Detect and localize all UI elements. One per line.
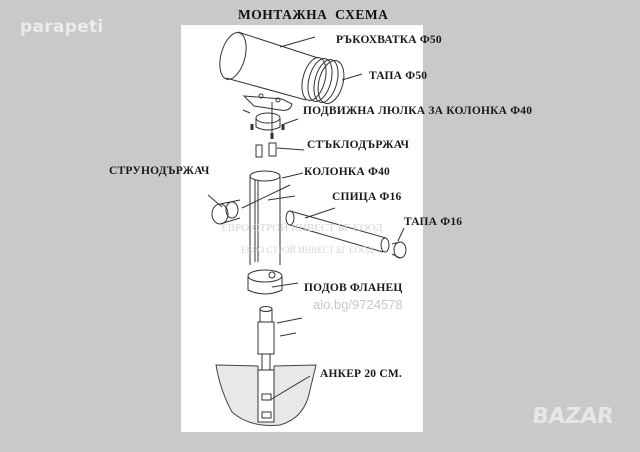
label-glass-holder: СТЪКЛОДЪРЖАЧ xyxy=(307,139,410,151)
label-cap50: ТАПА Ф50 xyxy=(369,70,428,82)
cradle-icon xyxy=(242,93,299,139)
anchor-icon xyxy=(215,306,317,426)
label-cap16: ТАПА Ф16 xyxy=(404,216,463,228)
label-spoke: СПИЦА Ф16 xyxy=(332,191,402,203)
glass-holder-icon xyxy=(255,142,305,158)
floor-flange-icon xyxy=(247,269,299,295)
listing-watermark: alo.bg/9724578 xyxy=(313,297,403,312)
label-string-holder: СТРУНОДЪРЖАЧ xyxy=(109,165,210,177)
label-flange: ПОДОВ ФЛАНЕЦ xyxy=(304,282,403,294)
handle-tube-icon xyxy=(219,31,363,104)
page-title: МОНТАЖНА СХЕМА xyxy=(238,7,389,22)
parapeti-watermark: parapeti xyxy=(20,17,104,37)
bazar-logo: BAZAR xyxy=(530,404,615,429)
label-anchor: АНКЕР 20 СМ. xyxy=(320,368,402,380)
column-icon xyxy=(249,170,304,265)
label-column: КОЛОНКА Ф40 xyxy=(304,166,390,178)
spoke-icon xyxy=(285,207,390,253)
company-watermark: ЕВРО СТРОЙ ИНВЕСТ БГ ЕООД xyxy=(241,245,374,255)
label-cradle: ПОДВИЖНА ЛЮЛКА ЗА КОЛОНКА Ф40 xyxy=(303,105,533,117)
cap16-icon xyxy=(391,227,407,259)
label-handle: РЪКОХВАТКА Ф50 xyxy=(336,34,442,46)
string-holder-icon xyxy=(207,184,291,225)
company-watermark: ЕВРО СТРОЙ ИНВЕСТ БГ ЕООД xyxy=(221,222,383,234)
